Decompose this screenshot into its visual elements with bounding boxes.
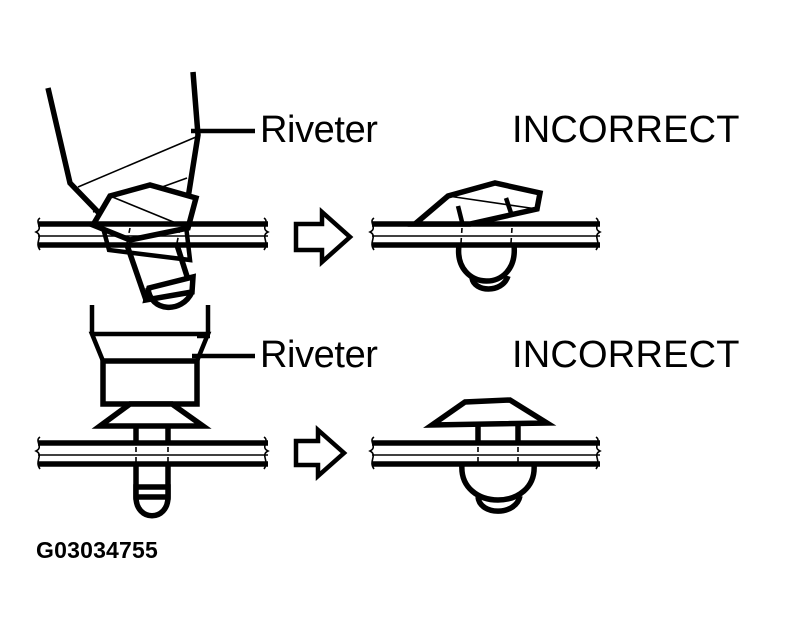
riveter-tool-straight [88,305,212,407]
rivet-tail-bulb-row1 [142,273,196,311]
incorrect-label-bottom: INCORRECT [512,334,740,376]
rivet-tail-bulb-row2 [133,484,171,519]
sheet-stack-row1 [34,217,270,251]
riveter-label-top: Riveter [260,109,378,151]
rivet-head-flange-row2 [91,401,212,429]
figure-caption: G03034755 [36,537,159,563]
sheet-stack-row2 [34,436,270,470]
result-rivet-gap [368,397,602,514]
process-arrow-top [293,206,354,268]
row2-gap-riveter-group [34,305,602,519]
row1-tilted-riveter-group [34,71,602,311]
process-arrow-bottom [293,425,348,481]
incorrect-label-top: INCORRECT [512,109,740,151]
riveter-label-bottom: Riveter [260,334,378,376]
result-rivet-tilted [368,180,602,292]
